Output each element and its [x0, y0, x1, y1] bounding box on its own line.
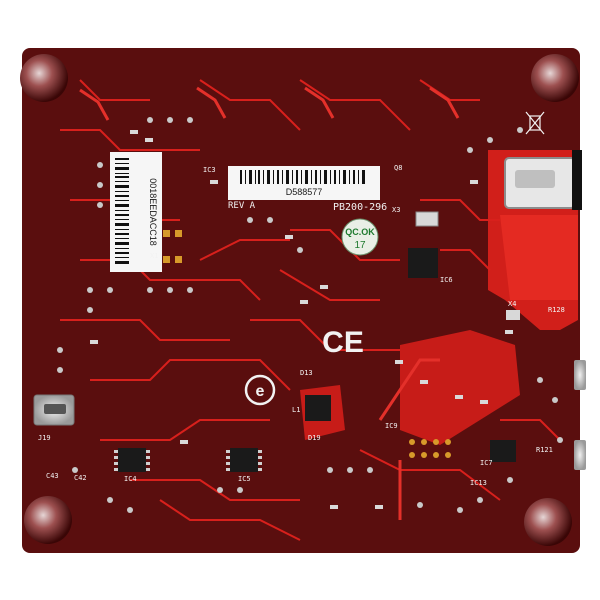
label-ic13: IC13: [470, 479, 487, 487]
qc-sticker: [341, 218, 379, 256]
label-r121: R121: [536, 446, 553, 454]
ic-pins: [114, 450, 262, 471]
rev-label: REV A: [228, 201, 256, 211]
mounting-standoffs: [20, 54, 579, 546]
l1-inductor: [305, 395, 331, 421]
ic4-chip: [118, 448, 146, 472]
standoff-top-left: [20, 54, 68, 102]
standoff-bottom-right: [524, 498, 572, 546]
label-j19: J19: [38, 434, 51, 442]
barcode-left-text: 0018EEDACC18: [148, 178, 158, 246]
ce-mark: CE: [322, 326, 364, 359]
x4-crystal: [506, 310, 520, 320]
smd-components: [90, 130, 513, 509]
connector-edge: [572, 150, 582, 210]
weee-bin-icon: [525, 111, 545, 135]
ic5-chip: [230, 448, 258, 472]
label-ic5: IC5: [238, 475, 251, 483]
barcode-center-bars: [240, 170, 365, 184]
qc-number: 17: [354, 240, 366, 251]
usb-connector-opening: [515, 170, 555, 188]
label-q8: Q8: [394, 164, 402, 172]
ic7-chip: [490, 440, 516, 462]
label-l1: L1: [292, 406, 300, 414]
svg-text:e: e: [256, 383, 265, 400]
label-c42: C42: [74, 474, 87, 482]
barcode-center-text: D588577: [286, 187, 323, 197]
ic6-chip: [408, 248, 438, 278]
label-ic9: IC9: [385, 422, 398, 430]
designator-labels: IC3 IC4 IC5 IC6 IC7 IC9 IC13 J19 X1 X3 X…: [38, 164, 565, 487]
recycle-logo-icon: e: [244, 374, 276, 406]
label-ic3: IC3: [203, 166, 216, 174]
micro-usb-opening: [44, 404, 66, 414]
power-traces: [79, 86, 460, 520]
label-ic4: IC4: [124, 475, 137, 483]
label-c43: C43: [46, 472, 59, 480]
edge-button-2: [574, 440, 586, 470]
gold-pads: [163, 230, 451, 458]
standoff-top-right: [531, 54, 579, 102]
part-number-label: PB200-296: [333, 202, 387, 213]
barcode-left-bars: [115, 158, 129, 264]
x3-crystal: [415, 211, 439, 227]
label-d19: D19: [308, 434, 321, 442]
label-x1: X1: [150, 252, 158, 260]
pcb-traces: [60, 79, 561, 541]
label-ic6: IC6: [440, 276, 453, 284]
label-r128: R128: [548, 306, 565, 314]
ic-packages: [118, 211, 520, 472]
label-ic7: IC7: [480, 459, 493, 467]
edge-button-1: [574, 360, 586, 390]
standoff-bottom-left: [24, 496, 72, 544]
label-x4: X4: [508, 300, 516, 308]
qc-label: QC.OK: [345, 227, 375, 237]
label-d13: D13: [300, 369, 313, 377]
label-x3: X3: [392, 206, 400, 214]
